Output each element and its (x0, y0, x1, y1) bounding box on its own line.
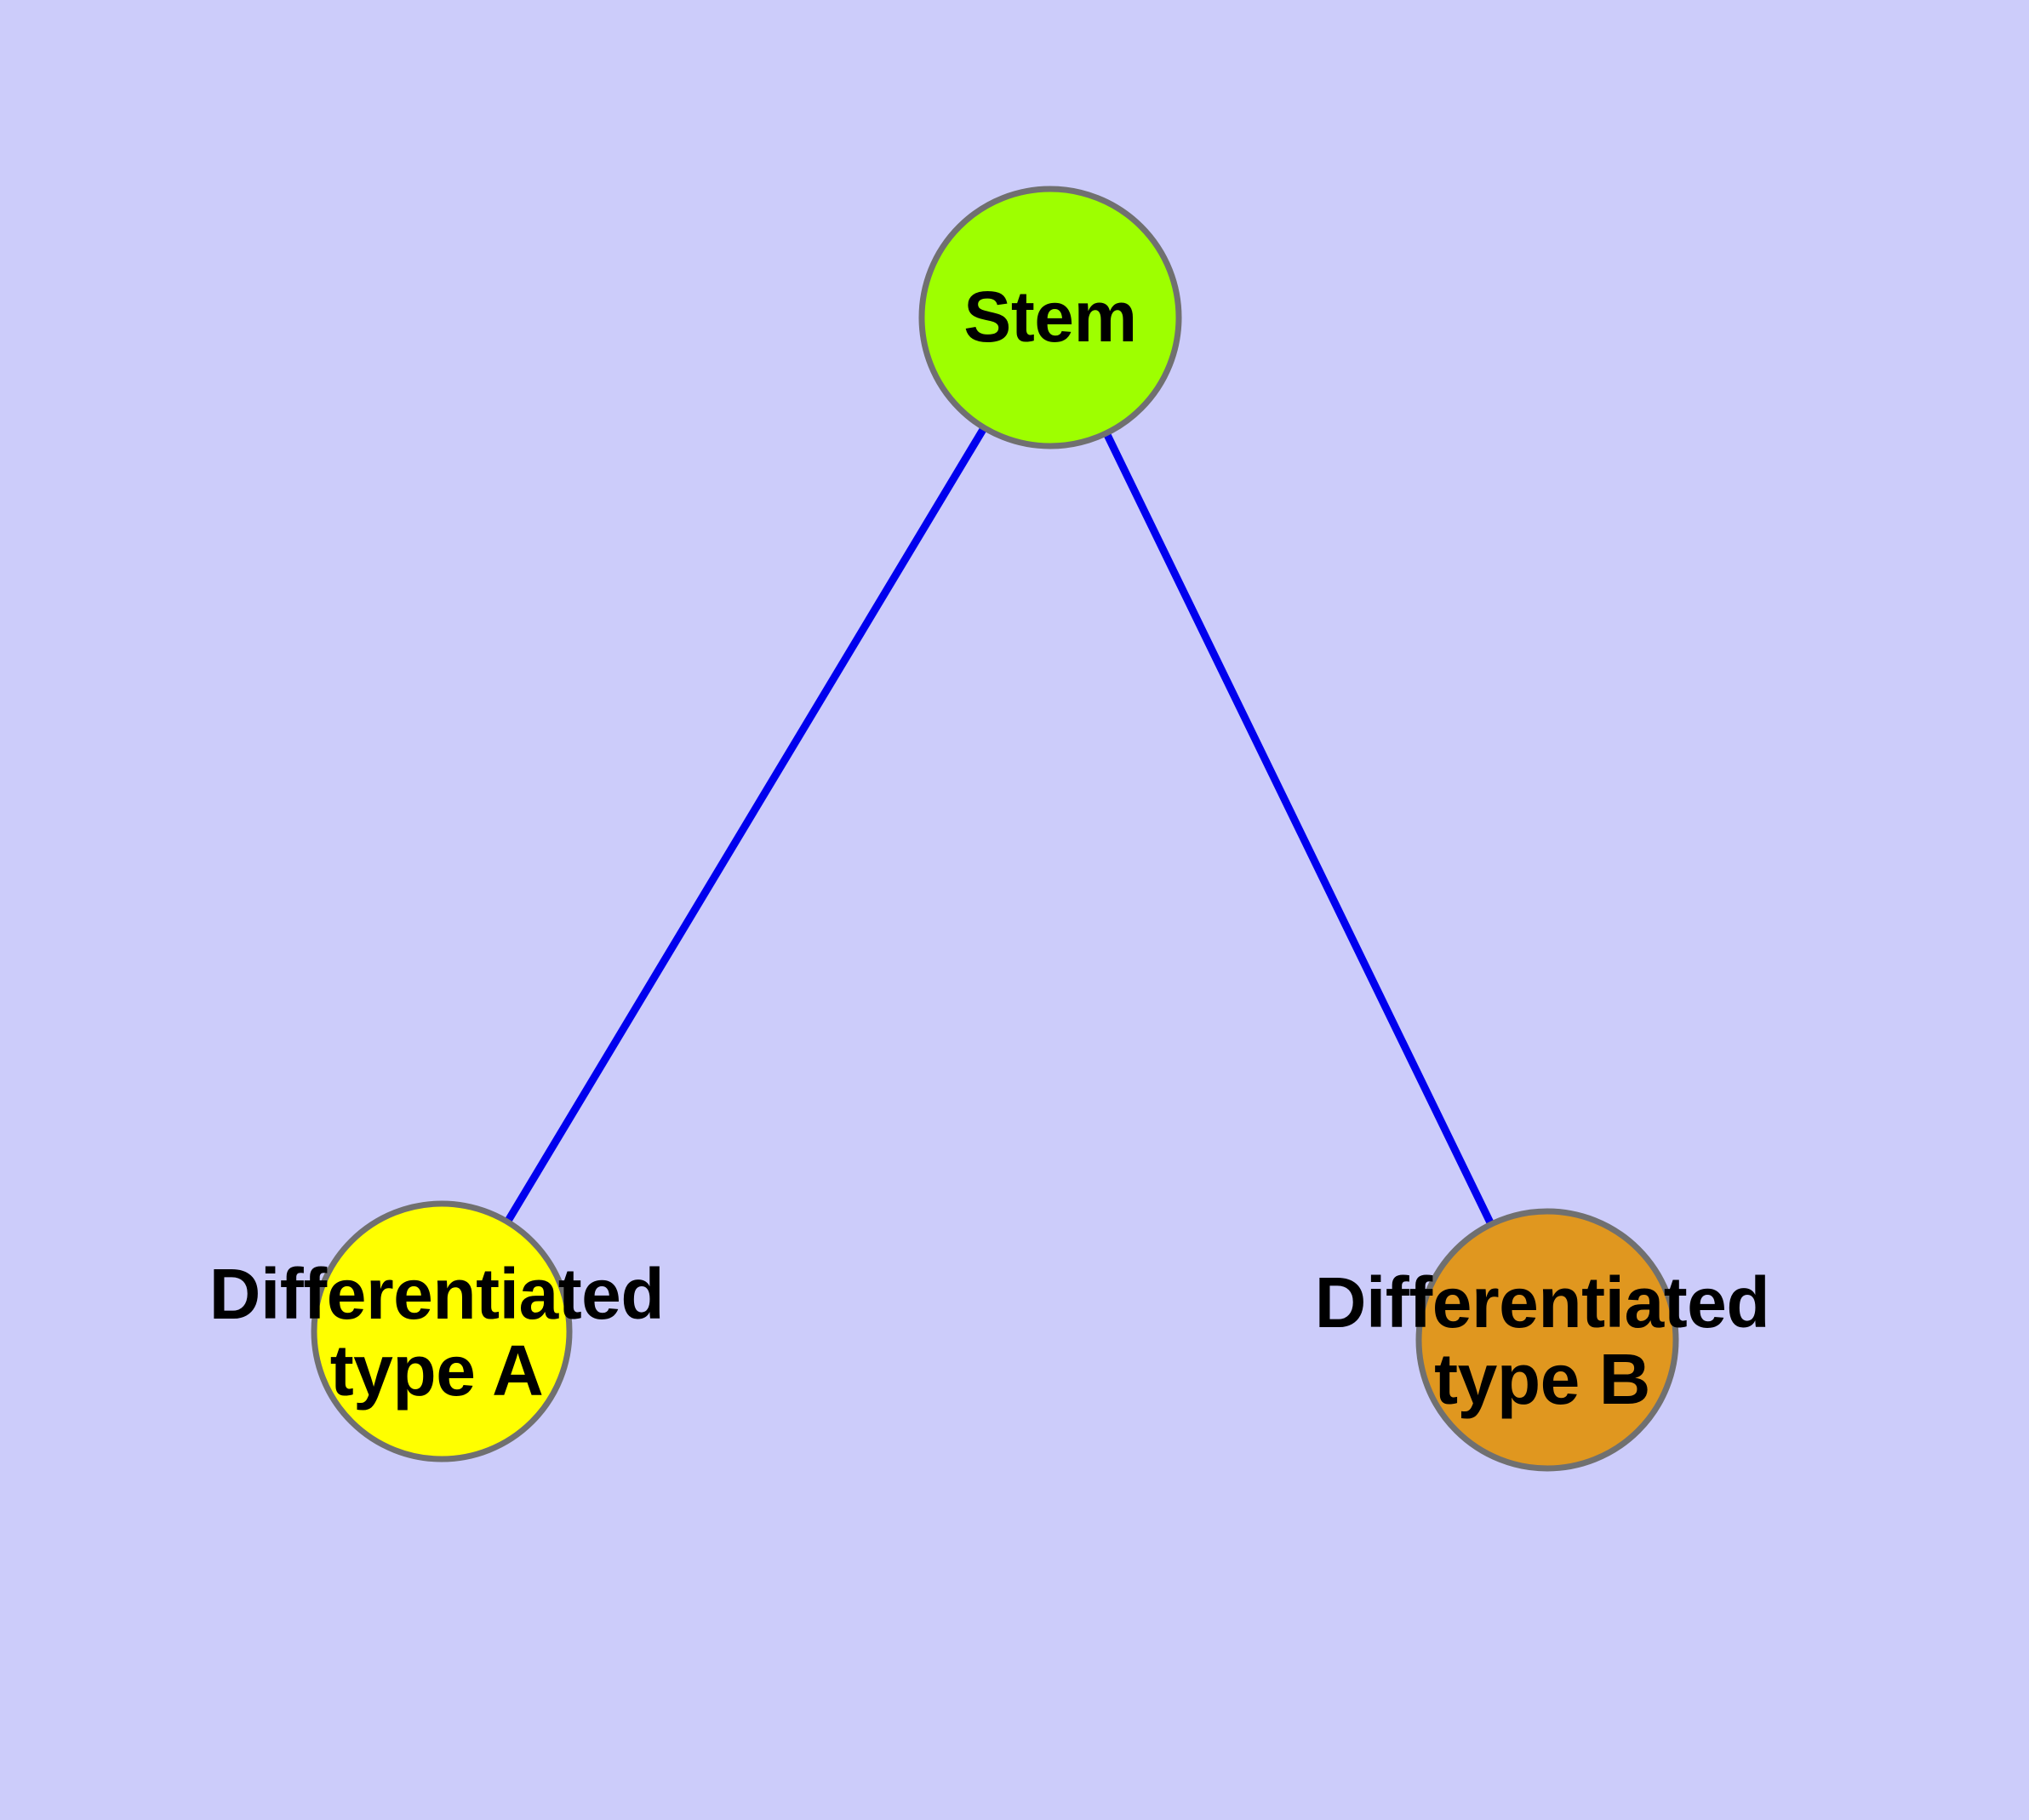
edge-stem-to-differentiated-type-a[interactable] (438, 315, 1054, 1334)
node-differentiated-type-b[interactable] (1415, 1208, 1679, 1472)
node-layer (311, 186, 1679, 1472)
node-differentiated-type-a[interactable] (311, 1200, 573, 1462)
edge-stem-to-differentiated-type-b[interactable] (1046, 316, 1552, 1342)
edge-layer (438, 315, 1552, 1342)
node-stem[interactable] (918, 186, 1182, 449)
